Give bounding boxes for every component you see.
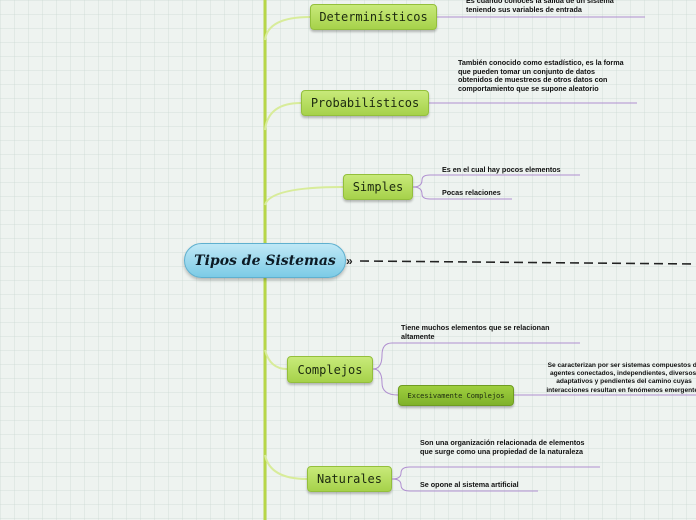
- node-complejos[interactable]: Complejos: [287, 356, 373, 383]
- underline-simples-1: [412, 174, 580, 188]
- central-title: Tipos de Sistemas: [194, 252, 336, 269]
- node-complejos-label: Complejos: [297, 362, 363, 377]
- desc-simples-1: Es en el cual hay pocos elementos: [442, 165, 561, 174]
- desc-excesivamente: Se caracterizan por ser sistemas compues…: [546, 362, 696, 394]
- branch-probabilisticos: [264, 102, 302, 131]
- node-simples-label: Simples: [352, 180, 404, 194]
- desc-naturales-1: Son una organización relacionada de elem…: [420, 438, 585, 456]
- node-probabilisticos-label: Probabilísticos: [310, 96, 420, 110]
- node-excesivamente-complejos[interactable]: Excesivamente Complejos: [398, 385, 514, 406]
- desc-naturales-2: Se opone al sistema artificial: [420, 480, 519, 489]
- node-deterministicos-label: Determinísticos: [319, 10, 428, 24]
- node-probabilisticos[interactable]: Probabilísticos: [301, 90, 429, 116]
- node-naturales[interactable]: Naturales: [307, 466, 392, 492]
- branch-naturales: [264, 454, 308, 480]
- double-chevron-right-icon[interactable]: »: [346, 254, 353, 268]
- desc-simples-2: Pocas relaciones: [442, 188, 501, 197]
- central-topic[interactable]: Tipos de Sistemas: [184, 243, 346, 278]
- connector-excesivamente: [372, 368, 399, 396]
- node-simples[interactable]: Simples: [343, 174, 413, 200]
- underline-complejos-1: [372, 342, 580, 370]
- desc-deterministicos: Es cuando conoces la salida de un sistem…: [466, 0, 614, 14]
- dashed-relation-line: [359, 260, 696, 265]
- underline-simples-2: [412, 186, 512, 200]
- node-naturales-label: Naturales: [316, 472, 383, 486]
- node-deterministicos[interactable]: Determinísticos: [310, 4, 437, 30]
- branch-deterministicos: [264, 16, 311, 41]
- underline-naturales-2: [391, 478, 538, 492]
- desc-probabilisticos: También conocido como estadístico, es la…: [458, 58, 624, 93]
- branch-simples: [264, 186, 344, 206]
- node-excesivamente-label: Excesivamente Complejos: [407, 391, 505, 400]
- underline-naturales-1: [391, 466, 600, 480]
- desc-complejos-1: Tiene muchos elementos que se relacionan…: [401, 323, 550, 341]
- branch-complejos: [264, 349, 288, 370]
